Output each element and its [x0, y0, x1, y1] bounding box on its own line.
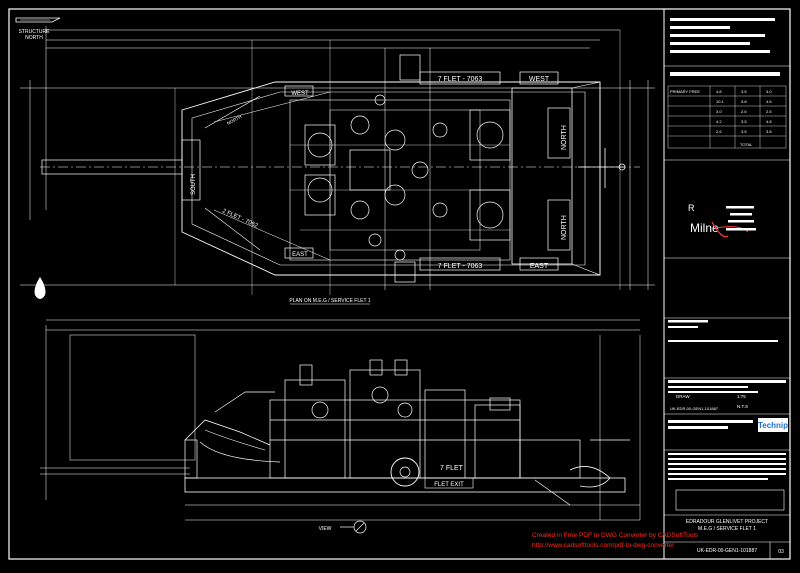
table-cell: 3.5 [741, 89, 747, 94]
table-cell: 3.8 [766, 129, 772, 134]
notes-lines [670, 18, 780, 76]
table-cell: 4.2 [716, 119, 722, 124]
table-cell: 3.5 [741, 119, 747, 124]
label-north-lower: NORTH [561, 215, 568, 240]
ref-number: UK-EDR-00-GEN1-101887 [670, 406, 719, 411]
project-line-1: EDRADOUR GLENLIVET PROJECT [686, 519, 768, 525]
drawing-number: UK-EDR-00-GEN1-101887 [697, 548, 757, 554]
label-east: EAST [530, 263, 549, 270]
drawn-label: DRAW [676, 394, 690, 399]
table-cell: 10.1 [716, 99, 725, 104]
title-block [663, 8, 791, 560]
table-cell: 3.0 [716, 109, 722, 114]
label-view: VIEW [319, 526, 332, 532]
plan-view-title: PLAN ON M.E.G / SERVICE FLET 1 [289, 298, 370, 304]
north-arrow-label-1: STRUCTURE [19, 29, 50, 35]
table-cell: 3.8 [741, 99, 747, 104]
revision-letter: R [688, 203, 695, 213]
watermark-line-2: http://www.cadsofttools.com/pdf-to-dwg-c… [532, 542, 675, 549]
brand-logo [758, 418, 788, 432]
project-line-2: M.E.G / SERVICE FLET 1 [698, 526, 756, 532]
label-flet-top: 7 FLET - 7063 [438, 76, 483, 83]
drop-symbol-icon [34, 277, 46, 299]
brand-name: Technip [758, 421, 788, 430]
table-cell: 4.0 [766, 89, 772, 94]
label-east-small: EAST [292, 252, 308, 258]
scale-value: N.T.S [737, 404, 748, 409]
watermark-line-1: Created in Free PDF to DWG Converter by … [532, 532, 699, 539]
client-logo: R Milne [688, 203, 756, 238]
north-arrow-label-2: NORTH [25, 35, 43, 41]
label-flet-right: 7 FLET [440, 465, 464, 472]
north-arrow-icon: STRUCTURE NORTH [15, 17, 61, 41]
table-cell: 2.6 [741, 109, 747, 114]
plan-view [20, 26, 655, 295]
table-cell: 4.6 [766, 99, 772, 104]
label-west-small: WEST [291, 91, 309, 97]
schedule-table: PRIMARY FREE 4.8 3.5 4.0 10.1 3.8 4.6 3.0 2.6 2.5… [667, 85, 787, 149]
label-flet-exit: FLET EXIT [434, 482, 464, 488]
label-south: SOUTH [191, 174, 197, 195]
label-north-small: NORTH [226, 114, 242, 126]
table-cell: 3.5 [741, 129, 747, 134]
sheet-revision: 03 [778, 549, 784, 555]
scale-label: 1:75 [737, 394, 746, 399]
table-cell: 4.8 [766, 119, 772, 124]
table-cell: 2.6 [716, 129, 722, 134]
label-west: WEST [529, 76, 550, 83]
label-north-upper: NORTH [561, 125, 568, 150]
elevation-view [40, 319, 641, 534]
table-cell: PRIMARY FREE [670, 89, 700, 94]
reference-notes [668, 320, 786, 393]
client-name: Milne [690, 221, 719, 235]
table-total-label: TOTAL [740, 142, 753, 147]
table-cell: 2.5 [766, 109, 772, 114]
table-cell: 4.8 [716, 89, 722, 94]
label-flet-bottom: 7 FLET - 7063 [438, 263, 483, 270]
